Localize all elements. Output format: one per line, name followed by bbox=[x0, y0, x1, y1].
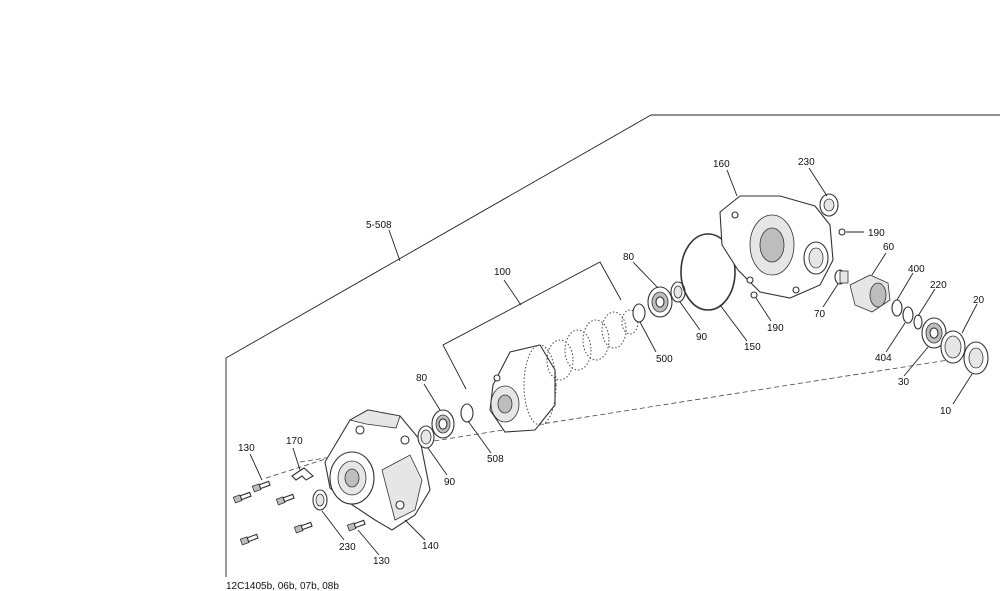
assembly-leader bbox=[388, 229, 401, 262]
seal-10 bbox=[963, 341, 989, 375]
group-bracket bbox=[442, 261, 622, 390]
bolts-130 bbox=[232, 480, 366, 546]
callout-230-left: 230 bbox=[339, 542, 356, 553]
dipstick-170 bbox=[291, 467, 314, 481]
right-housing-160 bbox=[719, 195, 834, 299]
bearing-30 bbox=[921, 317, 947, 349]
callout-230-top: 230 bbox=[798, 157, 815, 168]
callout-220: 220 bbox=[930, 280, 947, 291]
leader-lines bbox=[249, 167, 978, 556]
race-90-left bbox=[417, 425, 435, 449]
callout-90-right: 90 bbox=[696, 332, 708, 343]
seal-230-left bbox=[312, 489, 328, 511]
callout-60: 60 bbox=[883, 242, 895, 253]
callout-70: 70 bbox=[814, 309, 826, 320]
callout-190-bottom: 190 bbox=[767, 323, 784, 334]
ring-220 bbox=[913, 314, 923, 330]
callout-130-top: 130 bbox=[238, 443, 255, 454]
callout-90-left: 90 bbox=[444, 477, 456, 488]
pinion-shaft-60 bbox=[849, 274, 891, 313]
callout-130-bottom: 130 bbox=[373, 556, 390, 567]
assembly-label: 5-508 bbox=[366, 220, 392, 231]
seal-230-right bbox=[819, 193, 839, 217]
callout-140: 140 bbox=[422, 541, 439, 552]
bearing-80-right bbox=[647, 286, 673, 318]
washer-500 bbox=[632, 303, 646, 323]
differential-case bbox=[489, 344, 557, 433]
shim-508 bbox=[460, 403, 474, 423]
differential-shim-stack bbox=[546, 309, 639, 381]
bearing-80-left bbox=[431, 409, 455, 439]
ring-404 bbox=[902, 306, 914, 324]
assembly-bracket bbox=[225, 114, 1000, 577]
bearing-cup-20 bbox=[940, 330, 966, 364]
callout-404: 404 bbox=[875, 353, 892, 364]
coupler-70 bbox=[834, 269, 849, 285]
ring-400 bbox=[891, 299, 903, 317]
group-label: 100 bbox=[494, 267, 511, 278]
callout-500: 500 bbox=[656, 354, 673, 365]
callout-30: 30 bbox=[898, 377, 910, 388]
group-leader bbox=[503, 279, 522, 306]
callout-508: 508 bbox=[487, 454, 504, 465]
left-housing-140 bbox=[324, 409, 431, 531]
callout-20: 20 bbox=[973, 295, 985, 306]
plug-190-top bbox=[838, 228, 846, 236]
o-ring-150 bbox=[680, 233, 736, 311]
figure-reference: 12C1405b, 06b, 07b, 08b bbox=[226, 581, 339, 591]
callout-170: 170 bbox=[286, 436, 303, 447]
race-90-right bbox=[670, 281, 686, 303]
callout-160: 160 bbox=[713, 159, 730, 170]
callout-80-right: 80 bbox=[623, 252, 635, 263]
callout-80-left: 80 bbox=[416, 373, 428, 384]
callout-10: 10 bbox=[940, 406, 952, 417]
callout-190-top: 190 bbox=[868, 228, 885, 239]
callout-150: 150 bbox=[744, 342, 761, 353]
plug-190-bottom bbox=[750, 291, 758, 299]
callout-400: 400 bbox=[908, 264, 925, 275]
